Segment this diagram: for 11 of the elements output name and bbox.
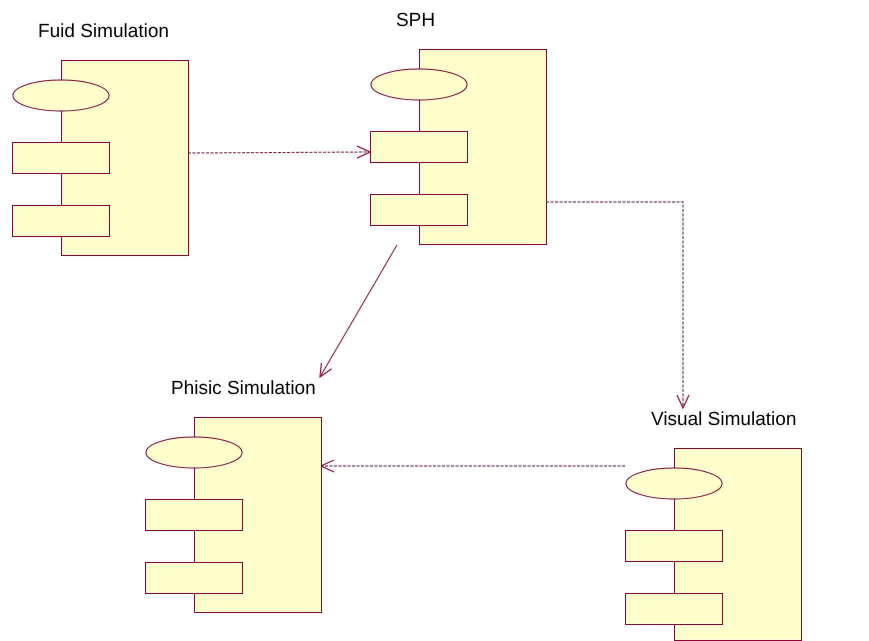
dependency-arrow <box>320 459 626 473</box>
component-title: SPH <box>396 9 436 33</box>
component-node <box>12 20 188 256</box>
component-node <box>145 377 321 613</box>
dependency-arrow <box>319 244 398 378</box>
component-title: Phisic Simulation <box>171 377 316 401</box>
dependency-arrow <box>546 202 690 409</box>
dependency-arrow <box>188 145 371 159</box>
component-title: Visual Simulation <box>651 408 796 432</box>
component-node <box>625 408 801 641</box>
component-title: Fuid Simulation <box>38 20 169 44</box>
